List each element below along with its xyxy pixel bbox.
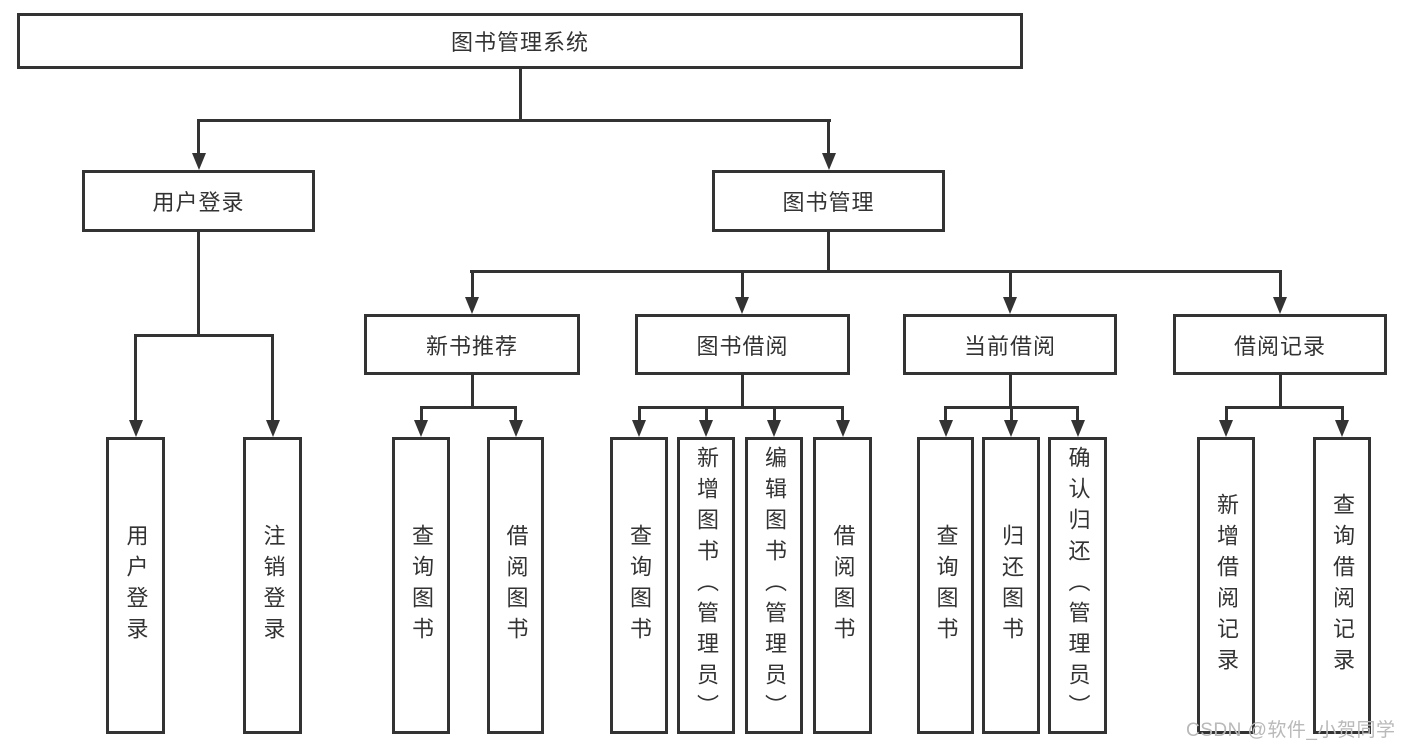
leaf-user-login: 用户登录 — [106, 437, 165, 734]
connector-current-borrow-stub — [1008, 375, 1012, 408]
connector-book-borrow-split — [637, 406, 844, 409]
leaf-edit-book-admin: 编辑图书（管理员） — [745, 437, 803, 734]
node-borrow-record: 借阅记录 — [1173, 314, 1387, 375]
connector-book-borrow-stub — [741, 375, 744, 408]
connector-book-mgmt-split — [470, 270, 1281, 273]
arrow-down-icon — [265, 334, 281, 437]
arrow-down-icon — [1334, 406, 1350, 437]
arrow-down-icon — [1218, 406, 1234, 437]
arrow-down-icon — [631, 406, 647, 437]
node-book-borrow: 图书借阅 — [635, 314, 850, 375]
connector-new-book-split — [419, 406, 517, 409]
connector-borrow-record-split — [1224, 406, 1344, 409]
leaf-query-book-3: 查询图书 — [917, 437, 974, 734]
connector-book-mgmt-stub — [827, 232, 830, 272]
connector-root-split — [197, 119, 831, 122]
arrow-down-icon — [1272, 270, 1288, 314]
connector-borrow-record-stub — [1278, 375, 1282, 408]
leaf-query-borrow-record: 查询借阅记录 — [1313, 437, 1371, 734]
arrow-down-icon — [1002, 270, 1018, 314]
arrow-down-icon — [734, 270, 750, 314]
node-user-login: 用户登录 — [82, 170, 315, 232]
leaf-logout: 注销登录 — [243, 437, 302, 734]
leaf-query-book-1: 查询图书 — [392, 437, 450, 734]
arrow-down-icon — [698, 406, 714, 437]
node-book-management: 图书管理 — [712, 170, 945, 232]
leaf-borrow-book-1: 借阅图书 — [487, 437, 544, 734]
leaf-return-book: 归还图书 — [982, 437, 1040, 734]
arrow-down-icon — [413, 406, 429, 437]
arrow-down-icon — [508, 406, 524, 437]
connector-user-login-split — [134, 334, 274, 337]
arrow-down-icon — [464, 270, 480, 314]
node-new-book-recommend: 新书推荐 — [364, 314, 580, 375]
leaf-add-borrow-record: 新增借阅记录 — [1197, 437, 1255, 734]
connector-root-stub — [519, 69, 522, 121]
watermark-text: CSDN @软件_小贺同学 — [1186, 720, 1396, 741]
leaf-add-book-admin: 新增图书（管理员） — [677, 437, 735, 734]
arrow-down-icon — [191, 119, 207, 170]
arrow-down-icon — [128, 334, 144, 437]
leaf-query-book-2: 查询图书 — [610, 437, 668, 734]
leaf-borrow-book-2: 借阅图书 — [813, 437, 872, 734]
arrow-down-icon — [821, 119, 837, 170]
arrow-down-icon — [766, 406, 782, 437]
arrow-down-icon — [1070, 406, 1086, 437]
node-root: 图书管理系统 — [17, 13, 1023, 69]
connector-new-book-stub — [470, 375, 474, 408]
connector-user-login-stub — [197, 232, 200, 336]
leaf-confirm-return-admin: 确认归还（管理员） — [1048, 437, 1107, 734]
arrow-down-icon — [1003, 406, 1019, 437]
node-current-borrow: 当前借阅 — [903, 314, 1117, 375]
arrow-down-icon — [938, 406, 954, 437]
arrow-down-icon — [835, 406, 851, 437]
